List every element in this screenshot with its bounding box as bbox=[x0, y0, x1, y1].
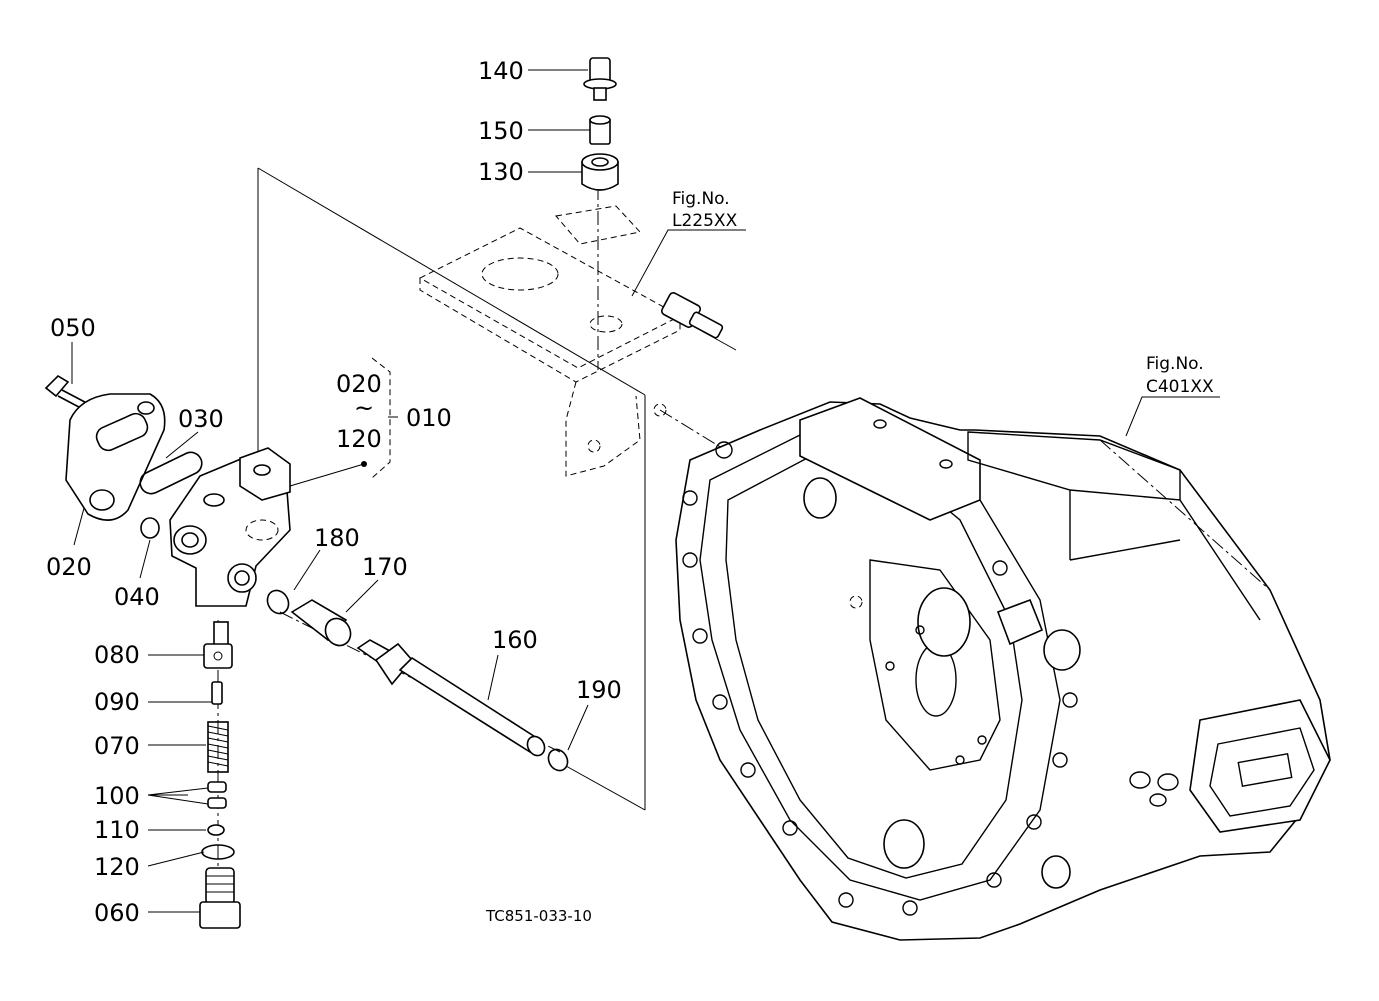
part-110-washer bbox=[207, 824, 225, 836]
callout-tilde: ~ bbox=[354, 394, 374, 422]
spool-stack bbox=[199, 621, 241, 929]
callout-040: 040 bbox=[114, 583, 160, 611]
housing-c401 bbox=[675, 397, 1331, 941]
callout-110: 110 bbox=[94, 816, 140, 844]
part-070-spring bbox=[207, 721, 229, 773]
figure-references: Fig.No. L225XX Fig.No. C401XX bbox=[672, 189, 1214, 397]
callout-050: 050 bbox=[50, 314, 96, 342]
fig-ref-c401-title: Fig.No. bbox=[1146, 354, 1204, 374]
fig-ref-l225-code: L225XX bbox=[672, 211, 738, 231]
part-120-oring bbox=[201, 844, 235, 860]
part-130-grommet bbox=[581, 153, 619, 191]
callout-020-group: 020 bbox=[336, 370, 382, 398]
callout-160: 160 bbox=[492, 626, 538, 654]
callout-030: 030 bbox=[178, 405, 224, 433]
part-170-adapter bbox=[290, 599, 352, 647]
callout-labels: 140 150 130 050 030 020 ~ 120 010 020 04… bbox=[46, 57, 622, 927]
part-160-pipe bbox=[356, 639, 546, 757]
callout-190: 190 bbox=[576, 676, 622, 704]
callout-150: 150 bbox=[478, 117, 524, 145]
leader-lines bbox=[71, 69, 1220, 913]
callout-170: 170 bbox=[362, 553, 408, 581]
callout-080: 080 bbox=[94, 641, 140, 669]
part-080-plug bbox=[203, 621, 233, 669]
bracket-l225 bbox=[418, 205, 737, 477]
callout-120: 120 bbox=[94, 853, 140, 881]
part-140-bolt bbox=[583, 57, 617, 101]
callout-070: 070 bbox=[94, 732, 140, 760]
callout-100: 100 bbox=[94, 782, 140, 810]
part-150-collar bbox=[589, 115, 611, 145]
part-030-oring bbox=[139, 451, 203, 495]
callout-120-group: 120 bbox=[336, 425, 382, 453]
part-090-pin bbox=[211, 681, 223, 705]
part-040-oring bbox=[140, 517, 160, 539]
drawing-code: TC851-033-10 bbox=[485, 907, 592, 925]
callout-020: 020 bbox=[46, 553, 92, 581]
part-060-plug bbox=[199, 867, 241, 929]
part-020-cover bbox=[65, 393, 166, 521]
part-180-oring bbox=[266, 589, 290, 615]
callout-060: 060 bbox=[94, 899, 140, 927]
callout-090: 090 bbox=[94, 688, 140, 716]
callout-130: 130 bbox=[478, 158, 524, 186]
callout-010: 010 bbox=[406, 404, 452, 432]
fig-ref-c401-code: C401XX bbox=[1146, 377, 1214, 397]
part-190-oring bbox=[547, 748, 569, 772]
callout-180: 180 bbox=[314, 524, 360, 552]
part-100-washers bbox=[207, 781, 227, 809]
part-010-valve-body bbox=[169, 447, 291, 607]
fig-ref-l225-title: Fig.No. bbox=[672, 189, 730, 209]
callout-140: 140 bbox=[478, 57, 524, 85]
